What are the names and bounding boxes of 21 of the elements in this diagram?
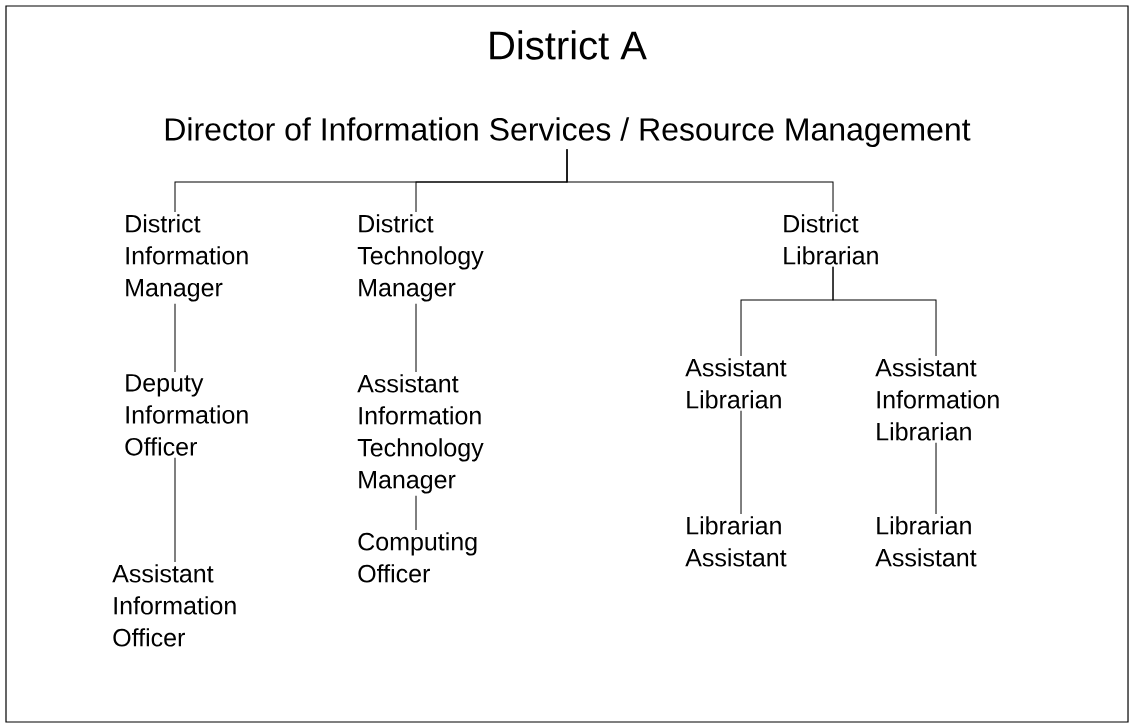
position-label: Assistant Information Librarian bbox=[875, 358, 999, 441]
connector-line bbox=[566, 148, 834, 213]
position-label: District Librarian bbox=[784, 214, 878, 265]
org-title: Director of Information Services / Resource Management bbox=[165, 117, 971, 147]
connector-line bbox=[174, 303, 176, 373]
position-label: Assistant Information Technology Manager bbox=[357, 374, 484, 494]
connector-line bbox=[415, 495, 417, 531]
position-label: Assistant Librarian bbox=[685, 358, 787, 409]
title: District A bbox=[490, 30, 647, 60]
position-label: District Information Manager bbox=[126, 214, 248, 302]
connector-line bbox=[174, 457, 176, 563]
connector-line bbox=[415, 303, 417, 373]
connector-line bbox=[740, 410, 742, 515]
connector-line bbox=[832, 266, 937, 357]
position-label: Computing Officer bbox=[358, 532, 477, 583]
position-label: District Technology Manager bbox=[357, 214, 484, 302]
position-label: Assistant Information Officer bbox=[112, 564, 236, 647]
position-label: Librarian Assistant bbox=[875, 516, 977, 567]
position-label: Deputy Information Officer bbox=[125, 374, 248, 456]
connector-line bbox=[935, 442, 937, 515]
position-label: Librarian Assistant bbox=[685, 516, 787, 567]
